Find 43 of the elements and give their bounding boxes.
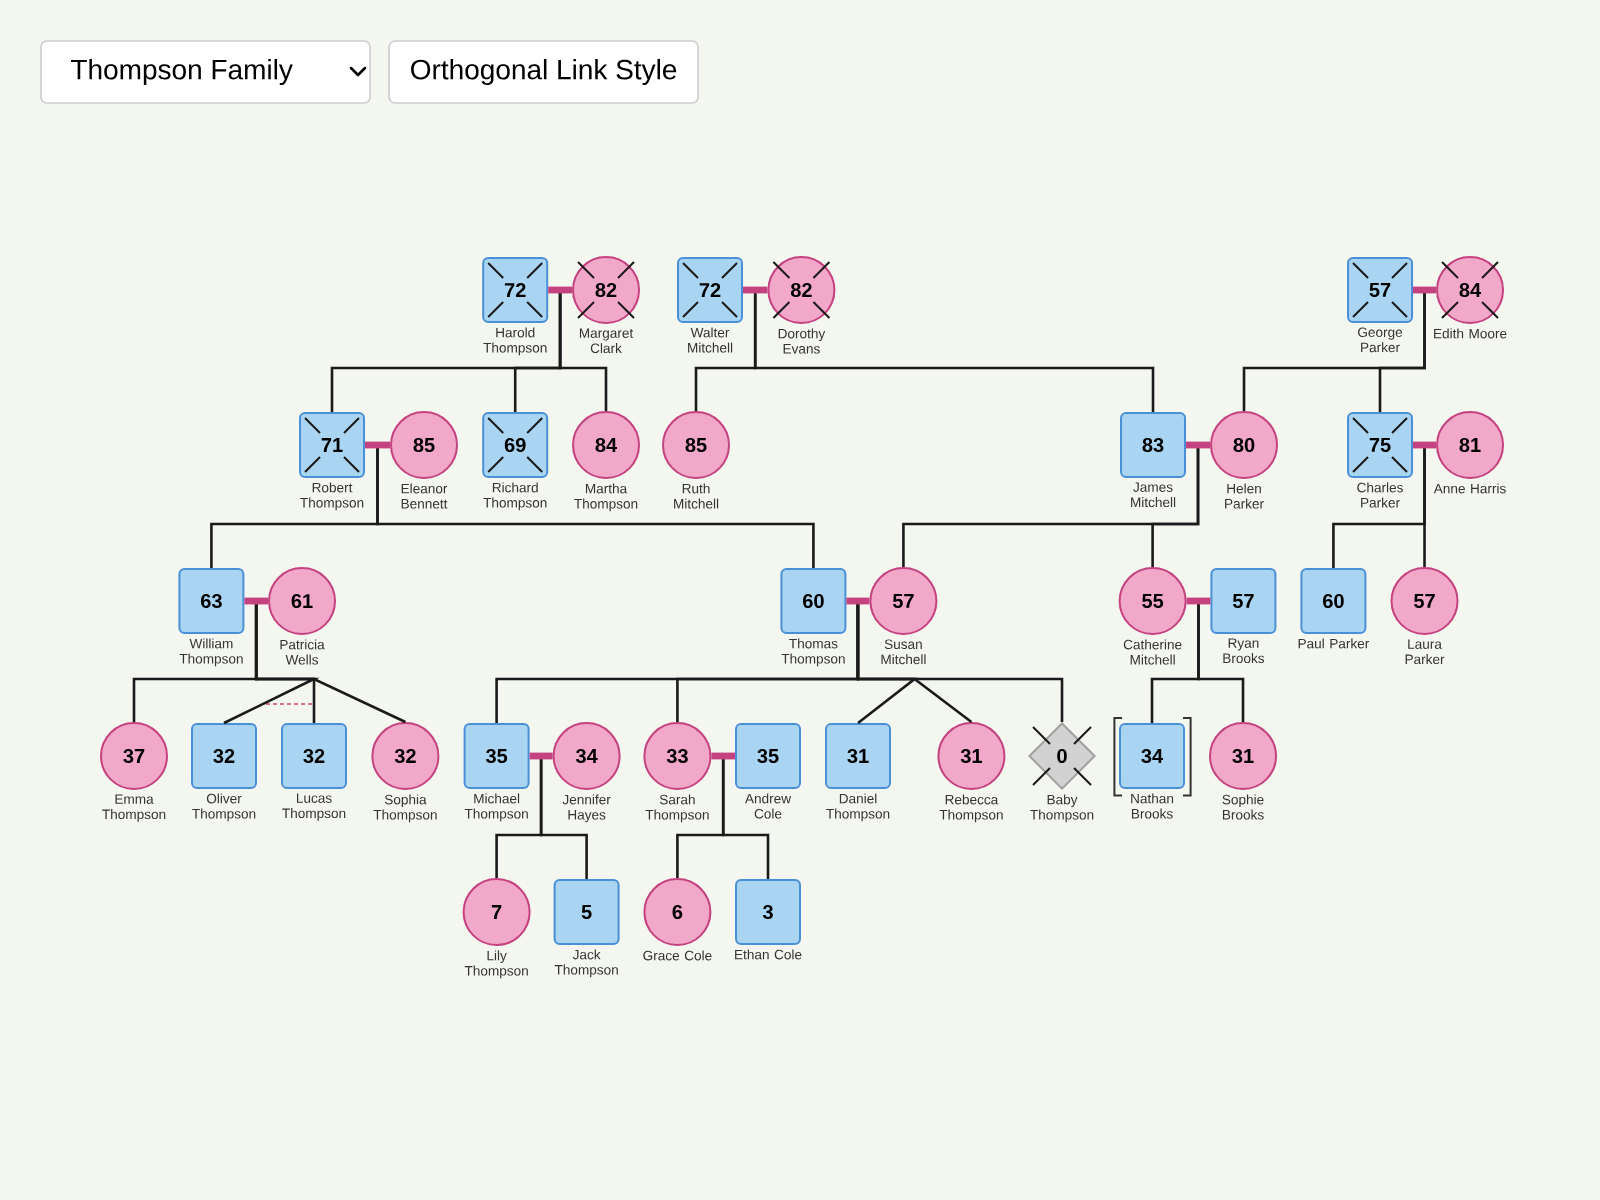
- couple-line: [711, 752, 735, 760]
- person-square: 35: [735, 723, 801, 789]
- couple-line: [1413, 286, 1436, 294]
- person-square: 72: [482, 257, 549, 323]
- connector-line: [539, 756, 588, 879]
- connector-line: [558, 290, 608, 411]
- couple-line: [743, 286, 768, 294]
- couple-line: [365, 441, 390, 449]
- person-square: 71: [299, 412, 365, 478]
- connector-line: [376, 445, 815, 568]
- connector-line: [856, 601, 1064, 722]
- connector-line: [721, 756, 770, 879]
- person-square: 3: [735, 879, 801, 945]
- person-square: 72: [677, 257, 743, 323]
- couple-line: [529, 752, 553, 760]
- connector-line: [1378, 290, 1426, 412]
- couple-line: [846, 597, 870, 605]
- dropdown: Thompson Family: [40, 40, 371, 104]
- person-square: 69: [482, 412, 549, 478]
- person-square: 32: [281, 723, 347, 789]
- person-square: 75: [1347, 412, 1413, 478]
- connector-line: [1423, 445, 1426, 567]
- connector-line: [1197, 601, 1245, 722]
- button: Orthogonal Link Style: [388, 40, 699, 104]
- person-square: 57: [1347, 257, 1413, 323]
- person-square: 35: [463, 723, 530, 789]
- couple-line: [1186, 597, 1211, 605]
- person-square: 5: [553, 879, 620, 945]
- couple-line: [244, 597, 268, 605]
- person-square: 32: [191, 723, 257, 789]
- person-square: 31: [825, 723, 891, 789]
- person-square: 63: [178, 568, 245, 634]
- couple-line: [1186, 441, 1210, 449]
- person-square: 34: [1119, 723, 1185, 789]
- person-square: 60: [780, 568, 847, 634]
- connector-line: [1151, 445, 1200, 567]
- connector-line: [753, 290, 1155, 412]
- couple-line: [548, 286, 572, 294]
- person-square: 83: [1120, 412, 1186, 478]
- couple-line: [1413, 441, 1436, 449]
- person-square: 60: [1300, 568, 1367, 634]
- connector-line: [254, 601, 406, 724]
- person-square: 57: [1210, 568, 1277, 634]
